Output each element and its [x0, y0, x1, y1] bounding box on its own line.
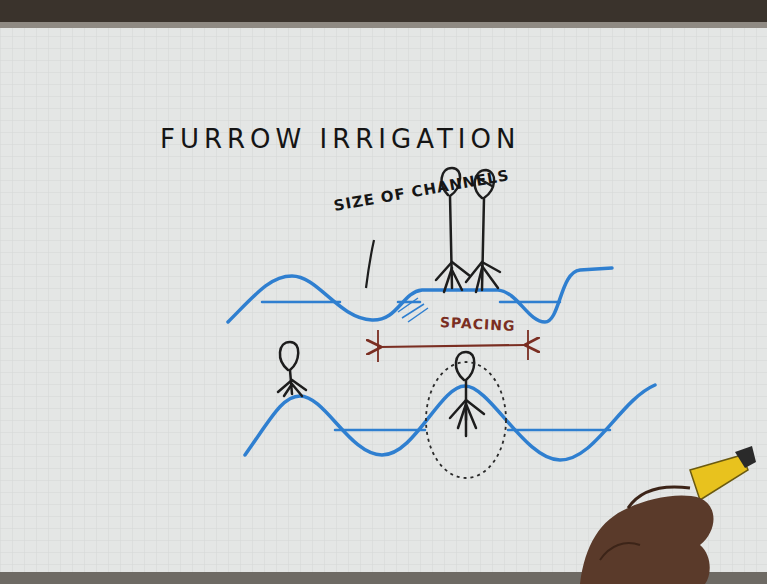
hand-with-marker	[580, 446, 756, 584]
seepage-lines	[398, 298, 428, 322]
furrow-profile-lower	[245, 385, 655, 460]
furrow-profile-upper	[228, 268, 612, 322]
top-shadow	[0, 22, 767, 28]
leader-line	[366, 240, 374, 288]
spacing-dimension	[380, 345, 526, 347]
spacing-label: SPACING	[440, 314, 516, 334]
dimension-ticks	[378, 330, 528, 362]
title: FURROW IRRIGATION	[160, 124, 520, 154]
top-edge	[0, 0, 767, 22]
plant-symbols	[278, 168, 500, 436]
root-zone	[426, 362, 506, 478]
